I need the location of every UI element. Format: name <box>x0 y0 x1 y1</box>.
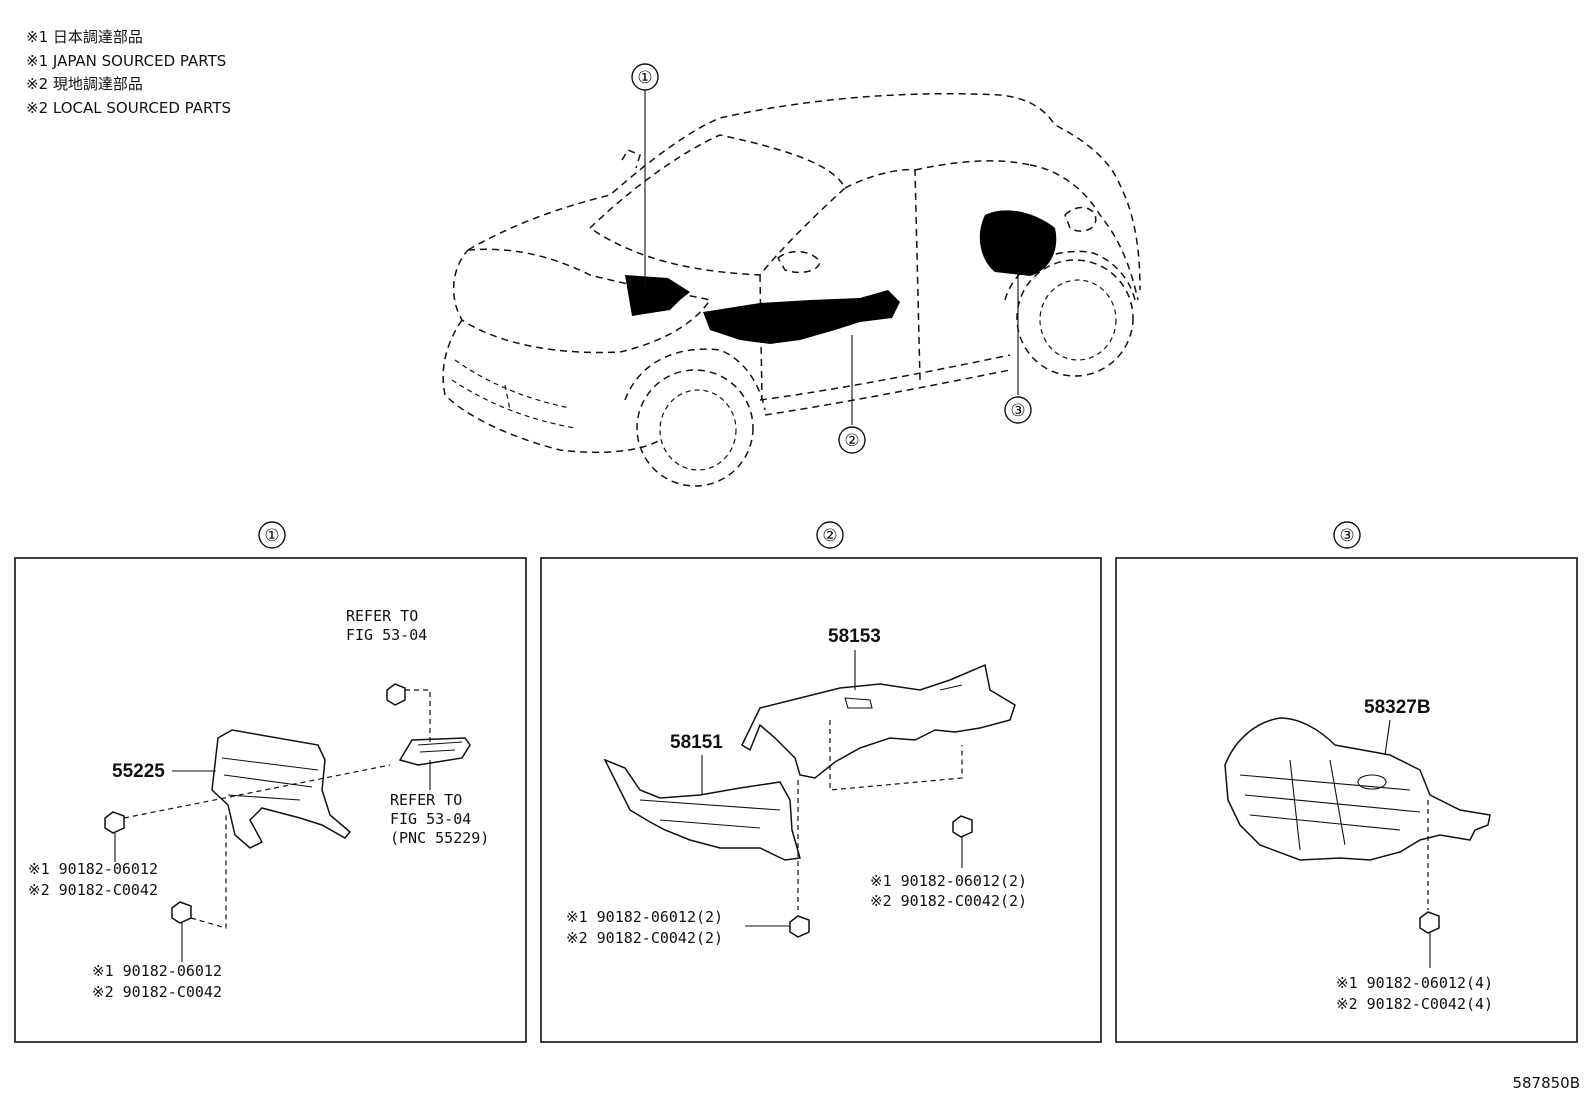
part-58153-detail <box>844 684 963 709</box>
legend-line-2: ※1 JAPAN SOURCED PARTS <box>26 52 226 70</box>
panel-1-frame <box>14 557 527 1043</box>
panel-2: ② 58153 58151 ※1 90182-06012(2) ※2 90182… <box>540 521 1102 1043</box>
fastener-left-lower-2: ※2 90182-C0042(2) <box>566 929 723 947</box>
part-58327B-hole <box>1357 774 1387 790</box>
panel-3-frame <box>1115 557 1578 1043</box>
shaded-part-1 <box>625 275 690 316</box>
vehicle-side-sill <box>759 354 1011 416</box>
shaded-part-3 <box>979 210 1057 276</box>
fastener-bottom-1: ※1 90182-06012 <box>92 962 222 980</box>
refer-bottom-line-2: FIG 53-04 <box>390 810 471 828</box>
vehicle-rear-quarter <box>1029 164 1139 301</box>
vehicle-hood <box>452 248 712 354</box>
vehicle-callout-1 <box>631 63 659 91</box>
legend-line-1: ※1 日本調達部品 <box>26 28 143 46</box>
rear-wheel-rim <box>1039 279 1117 361</box>
front-wheel-arch <box>624 348 766 411</box>
fastener-left-lower-1: ※1 90182-06012(2) <box>566 908 723 926</box>
part-55225-ribs <box>221 757 319 801</box>
vehicle-callout-1-label: ① <box>637 68 652 88</box>
refer-bottom-line-1: REFER TO <box>390 791 462 809</box>
nut-right <box>952 815 973 838</box>
fastener-panel-3-2: ※2 90182-C0042(4) <box>1336 995 1493 1013</box>
nut-panel-3 <box>1419 911 1440 934</box>
panel-1-marker <box>258 521 286 549</box>
panel-3-marker-label: ③ <box>1339 526 1354 546</box>
fastener-right-2: ※2 90182-C0042(2) <box>870 892 1027 910</box>
fastener-bottom-2: ※2 90182-C0042 <box>92 983 222 1001</box>
vehicle-illustration: ① ② ③ <box>442 63 1141 487</box>
refer-top-line-1: REFER TO <box>346 607 418 625</box>
panel-3-marker <box>1333 521 1361 549</box>
panel-2-marker <box>816 521 844 549</box>
vehicle-callout-2-label: ② <box>844 431 859 451</box>
panel-1: ① 55225 REFER TO FIG 53-04 REFER TO FIG … <box>14 521 527 1043</box>
vehicle-callout-3-label: ③ <box>1010 401 1025 421</box>
nut-bottom <box>171 901 192 924</box>
vehicle-windshield <box>589 134 846 276</box>
vehicle-door-line <box>759 160 1031 401</box>
part-55225-label: 55225 <box>112 761 165 782</box>
nut-left-lower <box>789 915 810 938</box>
shaded-part-2 <box>703 290 900 344</box>
panel-1-marker-label: ① <box>264 526 279 546</box>
part-58151-shape <box>603 758 801 861</box>
front-wheel <box>636 369 754 487</box>
antenna <box>621 149 641 169</box>
part-58327B-ribs <box>1239 759 1421 851</box>
vehicle-grille <box>451 359 576 429</box>
vehicle-callout-2 <box>838 426 866 454</box>
bracket-detail <box>417 741 463 753</box>
panel-2-marker-label: ② <box>822 526 837 546</box>
nut-left-dash <box>123 764 391 819</box>
front-wheel-rim <box>659 389 737 471</box>
fastener-left-2: ※2 90182-C0042 <box>28 881 158 899</box>
nut-left <box>104 811 125 834</box>
nut-top <box>386 683 406 706</box>
part-58151-label: 58151 <box>670 732 723 753</box>
fastener-left-1: ※1 90182-06012 <box>28 860 158 878</box>
panel-2-frame <box>540 557 1102 1043</box>
vehicle-roof-outline <box>467 92 1141 291</box>
panel-2-dash-connection <box>829 720 963 791</box>
figure-id: 587850B <box>1512 1074 1580 1092</box>
part-58153-shape <box>741 663 1016 779</box>
vehicle-front-fascia <box>442 319 661 454</box>
part-55225-shape <box>211 729 352 849</box>
refer-bottom-line-3: (PNC 55229) <box>390 829 489 847</box>
part-58327B-label: 58327B <box>1364 697 1431 718</box>
part-58151-ribs <box>639 799 781 829</box>
nut-bottom-dash <box>190 812 227 929</box>
rear-wheel <box>1016 259 1134 377</box>
fastener-panel-3-1: ※1 90182-06012(4) <box>1336 974 1493 992</box>
legend-line-3: ※2 現地調達部品 <box>26 75 143 93</box>
part-58327B-shape <box>1224 717 1491 861</box>
legend-line-4: ※2 LOCAL SOURCED PARTS <box>26 99 231 117</box>
part-58153-label: 58153 <box>828 626 881 647</box>
refer-top-line-2: FIG 53-04 <box>346 626 427 644</box>
nut-top-dash <box>405 689 431 745</box>
panel-3: ③ 58327B ※1 90182-06012(4) ※2 90182-C004… <box>1115 521 1578 1043</box>
side-mirror <box>777 250 821 274</box>
legend: ※1 日本調達部品 ※1 JAPAN SOURCED PARTS ※2 現地調達… <box>26 28 231 117</box>
part-58327B-leader <box>1384 719 1391 756</box>
vehicle-callout-3 <box>1004 396 1032 424</box>
fastener-right-1: ※1 90182-06012(2) <box>870 872 1027 890</box>
